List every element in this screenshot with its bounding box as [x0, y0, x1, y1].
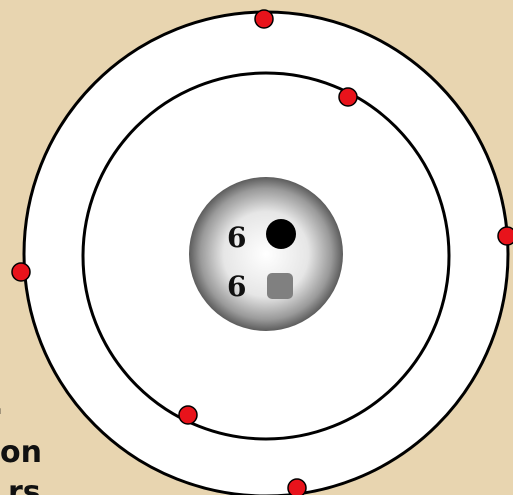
- electron: [12, 263, 30, 281]
- electron: [255, 10, 273, 28]
- electron: [288, 479, 306, 495]
- electron: [498, 227, 513, 245]
- cut-off-text: on: [0, 438, 42, 468]
- electron: [179, 406, 197, 424]
- cut-off-text: .: [0, 390, 3, 420]
- neutron-marker: [267, 273, 293, 299]
- cut-off-text: rs: [8, 478, 41, 495]
- proton-marker: [266, 219, 296, 249]
- nucleus: [189, 177, 343, 331]
- proton-count: 6: [227, 221, 246, 254]
- electron: [339, 88, 357, 106]
- neutron-count: 6: [227, 270, 246, 303]
